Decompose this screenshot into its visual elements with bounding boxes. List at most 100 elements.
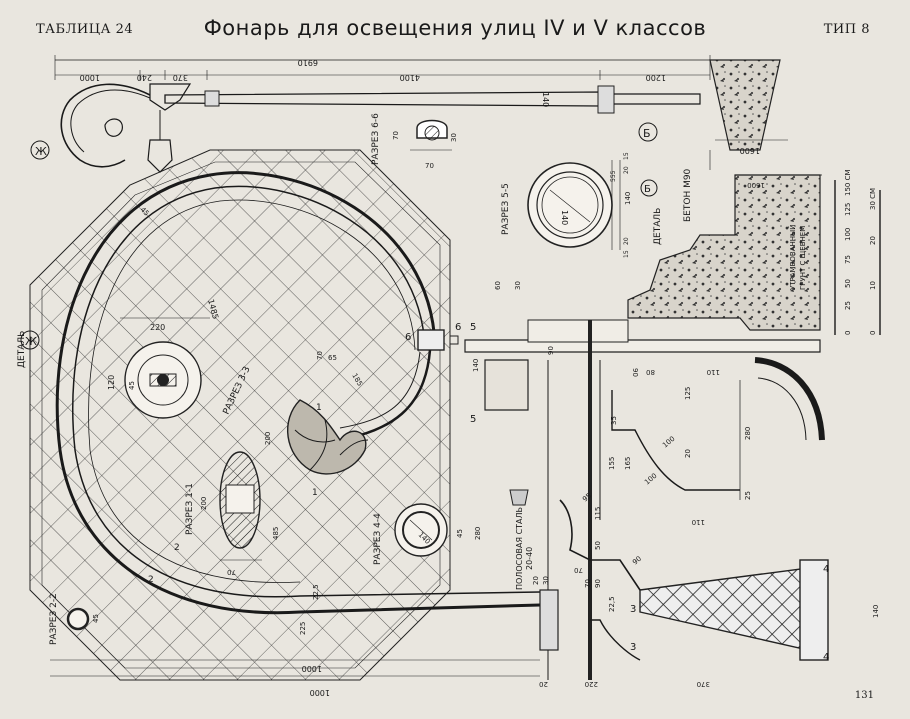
scale2-30: 30 CM <box>869 188 877 210</box>
mark-zh-detail: Ж <box>25 335 37 348</box>
dim-l-30: 30 <box>542 576 550 585</box>
marker-6-left: 6 <box>405 332 411 343</box>
section-2-2-label: РАЗРЕЗ 2-2 <box>49 593 59 645</box>
scale-150: 150 CM <box>844 169 852 196</box>
mark-zh-top: Ж <box>35 145 47 158</box>
soil-label-1: УТРАМБОВАННЫЙ <box>788 225 797 290</box>
dim-55-15: 15 <box>623 152 630 160</box>
dim-bottom-1000b: 1000 <box>310 688 330 697</box>
marker-6-right: 6 <box>455 322 461 333</box>
dim-44-45: 45 <box>456 529 464 538</box>
dim-n-280: 280 <box>744 427 752 440</box>
section-3-3 <box>120 317 210 419</box>
dim-66-70b: 70 <box>425 162 434 170</box>
dim-bottom-140: 140 <box>872 605 880 618</box>
dim-11-200: 200 <box>200 497 208 510</box>
dim-485: 485 <box>272 527 280 540</box>
dim-55-15b: 15 <box>623 250 630 258</box>
drawing-title: Фонарь для освещения улиц IV и V классов <box>203 16 707 40</box>
steel-label-2: 20-40 <box>525 547 534 570</box>
dim-n-125: 125 <box>684 387 692 400</box>
scale-75: 75 <box>844 255 852 264</box>
scale-25: 25 <box>844 301 852 310</box>
marker-2-b: 2 <box>148 575 154 585</box>
dim-l-95: 95 <box>581 492 593 504</box>
dim-l-20: 20 <box>532 576 540 585</box>
dim-l-115: 115 <box>594 507 602 520</box>
dim-4100: 4100 <box>400 73 420 82</box>
dim-arc-45: 45 <box>139 206 151 218</box>
dim-1600-found: 1600 <box>747 181 765 189</box>
dim-n-110b: 110 <box>692 518 705 526</box>
scale-0: 0 <box>844 331 852 335</box>
foundation-section <box>627 174 825 441</box>
scale2-10: 10 <box>869 281 877 290</box>
dim-bottom-225b: 225 <box>299 622 307 635</box>
marker-4-bottom: 4 <box>823 652 829 663</box>
dim-140: 140 <box>541 92 550 107</box>
section-1-1 <box>219 451 262 561</box>
dim-44-280: 280 <box>474 527 482 540</box>
dim-22-45: 45 <box>92 614 100 623</box>
marker-5-top: 5 <box>470 322 476 333</box>
dim-1600-top: 1600 <box>740 146 760 155</box>
bracket-arm <box>55 171 541 615</box>
scale2-20: 20 <box>869 236 877 245</box>
dim-55-20: 20 <box>623 166 630 174</box>
dim-n-110: 110 <box>707 368 720 376</box>
dim-l-70b: 70 <box>584 579 592 588</box>
dim-n-100b: 100 <box>643 472 658 487</box>
dim-n-155: 155 <box>608 457 616 470</box>
dim-n-20: 20 <box>684 449 692 458</box>
dim-bottom-225a: 22,5 <box>312 584 320 600</box>
dim-55-140r: 140 <box>624 192 632 205</box>
lattice-octagon <box>29 149 451 681</box>
dim-200: 200 <box>264 432 272 445</box>
dim-n-90b: 90 <box>631 368 639 377</box>
dim-370: 370 <box>173 73 188 82</box>
soil-label-2: ГРУНТ С ЩЕБНЕМ <box>799 226 807 290</box>
dim-240: 240 <box>137 73 152 82</box>
dim-l-70: 70 <box>574 566 583 574</box>
type-label: ТИП 8 <box>823 22 870 37</box>
dim-11-70: 70 <box>227 568 236 576</box>
dim-n-30: 30 <box>514 281 522 290</box>
top-pole-view <box>54 55 788 173</box>
dim-33-220: 220 <box>150 323 165 332</box>
section-5-5-label: РАЗРЕЗ 5-5 <box>501 183 511 235</box>
mark-b-top: Б <box>643 127 651 140</box>
dim-l-225: 22,5 <box>608 596 616 612</box>
section-5-5 <box>527 160 621 250</box>
concrete-label: БЕТОН М90 <box>683 168 693 222</box>
page-number: 131 <box>854 690 874 701</box>
dim-total: 6910 <box>298 58 318 67</box>
dim-l-90b: 90 <box>594 579 602 588</box>
section-1-1-label: РАЗРЕЗ 1-1 <box>185 483 195 535</box>
dim-1000: 1000 <box>80 73 100 82</box>
ornament-leaf <box>286 399 369 475</box>
table-number: ТАБЛИЦА 24 <box>36 22 134 37</box>
dim-l-50: 50 <box>594 541 602 550</box>
scale-125: 125 <box>844 203 852 216</box>
dim-n-80: 80 <box>646 368 655 376</box>
dim-arc-70: 70 <box>316 351 324 360</box>
section-6-6 <box>410 119 452 151</box>
dim-55-140: 140 <box>560 210 569 225</box>
detail-zh-label: ДЕТАЛЬ <box>17 331 27 368</box>
dim-n-140: 140 <box>472 359 480 372</box>
marker-3-bottom: 3 <box>630 642 636 653</box>
dim-bottom-370: 370 <box>697 680 710 688</box>
dim-n-60: 60 <box>494 281 502 290</box>
marker-1-b: 1 <box>316 403 322 413</box>
dim-n-165: 165 <box>624 457 632 470</box>
dim-bottom-20: 20 <box>539 680 548 688</box>
dim-n-35: 35 <box>610 416 618 425</box>
dim-bottom-220: 220 <box>585 680 598 688</box>
dim-55-555: 555 <box>610 170 617 182</box>
dim-n-25: 25 <box>744 491 752 500</box>
scale2-0: 0 <box>869 331 877 335</box>
dim-33-45: 45 <box>128 381 136 390</box>
dim-66-30: 30 <box>450 133 458 142</box>
dim-arc-65: 65 <box>328 354 337 362</box>
